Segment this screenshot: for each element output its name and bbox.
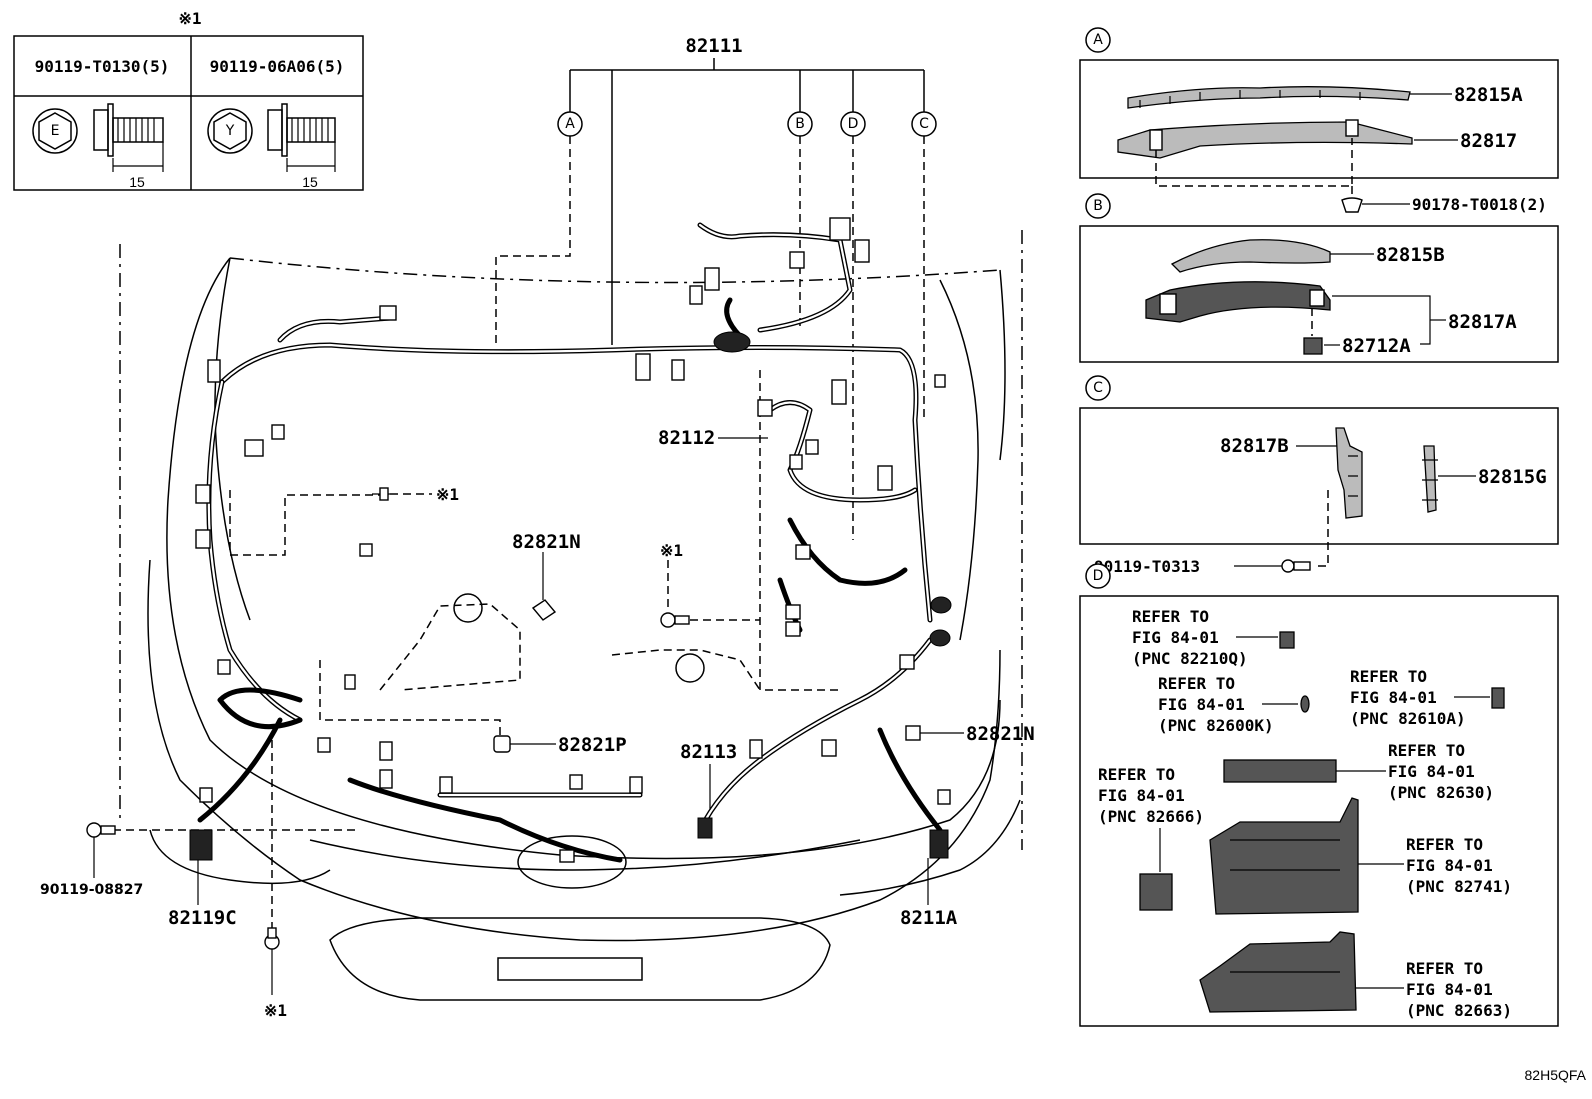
- part-82815a-icon: [1127, 86, 1411, 109]
- svg-text:(PNC 82741): (PNC 82741): [1406, 877, 1512, 896]
- svg-text:FIG 84-01: FIG 84-01: [1406, 980, 1493, 999]
- bolt-90119-t0313-icon: [1234, 559, 1311, 573]
- ref-part-82630-icon: [1223, 759, 1337, 783]
- svg-text:15: 15: [129, 174, 145, 190]
- svg-text:Y: Y: [225, 123, 235, 139]
- clamp-82821n-right-icon: [905, 725, 964, 741]
- panel-b: B 82815B 82817A 82712A: [1079, 193, 1559, 363]
- table-part-1: 90119-T0130(5): [35, 57, 170, 76]
- ref-part-82600k-icon: [1300, 695, 1310, 713]
- panel-a-part-3: 90178-T0018(2): [1412, 195, 1547, 214]
- view-marker-b: B: [787, 111, 813, 137]
- svg-text:(PNC 82610A): (PNC 82610A): [1350, 709, 1466, 728]
- svg-text:A: A: [565, 116, 575, 132]
- callout-82821p: 82821P: [558, 734, 627, 756]
- svg-text:(PNC 82210Q): (PNC 82210Q): [1132, 649, 1248, 668]
- panel-c-part-2: 82815G: [1478, 466, 1547, 488]
- part-82817a-icon: [1145, 281, 1331, 323]
- svg-text:(PNC 82630): (PNC 82630): [1388, 783, 1494, 802]
- clamp-82821n-top-icon: [531, 552, 557, 621]
- callout-82113: 82113: [680, 741, 737, 763]
- fastener-table: ※1 90119-T0130(5) 90119-06A06(5) E 15 Y: [13, 9, 364, 191]
- bolt-note-1-icon: [372, 487, 432, 501]
- bolt-side-2-icon: 15: [267, 103, 336, 190]
- part-82817-icon: [1117, 119, 1413, 159]
- panel-a-part-2: 82817: [1460, 130, 1517, 152]
- part-82712a-icon: [1303, 308, 1323, 355]
- callout-90119-08827: 90119-08827: [40, 882, 143, 898]
- svg-text:FIG 84-01: FIG 84-01: [1098, 786, 1185, 805]
- callout-82821n-top: 82821N: [512, 531, 581, 553]
- panel-a-part-1: 82815A: [1454, 84, 1523, 106]
- callout-8211a: 8211A: [900, 907, 958, 929]
- panel-c-part-3: 90119-T0313: [1094, 557, 1200, 576]
- svg-text:D: D: [848, 116, 859, 132]
- note-mark-2: ※1: [660, 541, 683, 560]
- svg-text:B: B: [1093, 198, 1103, 214]
- svg-text:C: C: [919, 116, 929, 132]
- view-marker-c: C: [911, 111, 937, 137]
- panel-b-part-1: 82815B: [1376, 244, 1445, 266]
- svg-text:FIG 84-01: FIG 84-01: [1406, 856, 1493, 875]
- svg-text:(PNC 82666): (PNC 82666): [1098, 807, 1204, 826]
- ref-part-82666-icon: [1139, 873, 1173, 911]
- svg-text:C: C: [1093, 380, 1103, 396]
- panel-c: C 82817B 82815G: [1079, 375, 1559, 567]
- svg-text:REFER TO: REFER TO: [1098, 765, 1175, 784]
- svg-text:D: D: [1093, 568, 1104, 584]
- svg-text:(PNC 82663): (PNC 82663): [1406, 1001, 1512, 1020]
- vehicle-body-outline: [100, 230, 1023, 1001]
- svg-text:B: B: [795, 116, 805, 132]
- panel-b-part-2: 82817A: [1448, 311, 1517, 333]
- table-note-mark: ※1: [178, 9, 201, 28]
- ref-part-82741-icon: [1209, 797, 1359, 915]
- note-mark-3: ※1: [264, 1001, 287, 1020]
- note-mark-1: ※1: [436, 485, 459, 504]
- panel-a: A 82815A 82817: [1079, 27, 1559, 187]
- svg-text:FIG 84-01: FIG 84-01: [1388, 762, 1475, 781]
- bolt-head-y-icon: Y: [207, 108, 253, 154]
- bolt-head-e-icon: E: [32, 108, 78, 154]
- callout-82112: 82112: [658, 427, 715, 449]
- table-frame: [13, 35, 364, 191]
- svg-text:(PNC 82600K): (PNC 82600K): [1158, 716, 1274, 735]
- callout-82111-label: 82111: [685, 35, 742, 57]
- svg-text:FIG 84-01: FIG 84-01: [1158, 695, 1245, 714]
- clamp-82821p-icon: [493, 735, 556, 753]
- view-marker-d: D: [840, 111, 866, 137]
- table-part-2: 90119-06A06(5): [210, 57, 345, 76]
- bolt-note-2-icon: [660, 560, 760, 628]
- connectors: [189, 217, 952, 863]
- view-marker-a: A: [557, 111, 583, 137]
- callout-82821n-right: 82821N: [966, 723, 1035, 745]
- callout-82111: 82111: [569, 35, 925, 345]
- svg-text:A: A: [1093, 32, 1103, 48]
- svg-text:REFER TO: REFER TO: [1132, 607, 1209, 626]
- bolt-90119-08827-icon: [86, 822, 116, 878]
- svg-text:E: E: [51, 123, 60, 139]
- panel-b-part-3: 82712A: [1342, 335, 1411, 357]
- svg-text:REFER TO: REFER TO: [1350, 667, 1427, 686]
- svg-text:REFER TO: REFER TO: [1406, 835, 1483, 854]
- panel-d: D REFER TO FIG 84-01 (PNC 82210Q) REFER …: [1079, 563, 1559, 1027]
- svg-text:FIG 84-01: FIG 84-01: [1132, 628, 1219, 647]
- clip-90178-icon: [1341, 186, 1410, 213]
- bolt-note-3-icon: [264, 740, 280, 995]
- bolt-side-1-icon: 15: [93, 103, 164, 190]
- svg-text:FIG 84-01: FIG 84-01: [1350, 688, 1437, 707]
- wire-harness-82112: [767, 400, 918, 633]
- drawing-code: 82H5QFA: [1525, 1067, 1587, 1083]
- svg-text:REFER TO: REFER TO: [1406, 959, 1483, 978]
- part-82815b-icon: [1170, 239, 1331, 273]
- ref-part-82210q-icon: [1279, 631, 1295, 649]
- svg-text:REFER TO: REFER TO: [1158, 674, 1235, 693]
- svg-text:15: 15: [302, 174, 318, 190]
- callout-82119c: 82119C: [168, 907, 237, 929]
- svg-text:REFER TO: REFER TO: [1388, 741, 1465, 760]
- part-82817b-icon: [1335, 427, 1363, 519]
- part-82815g-icon: [1422, 445, 1438, 513]
- ref-part-82610a-icon: [1491, 687, 1505, 709]
- panel-c-part-1: 82817B: [1220, 435, 1289, 457]
